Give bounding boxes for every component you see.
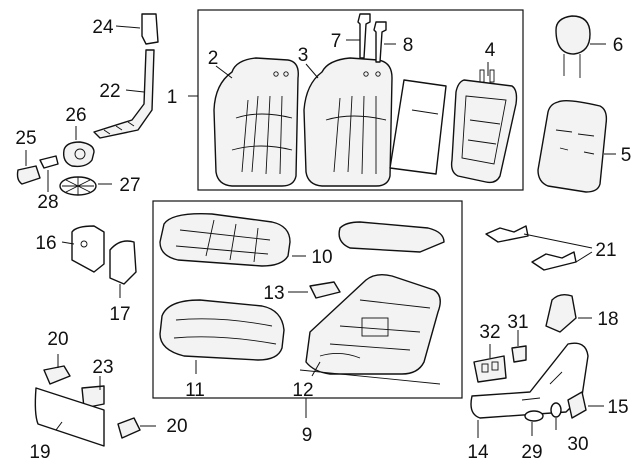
callout-31: 31 [507,312,528,333]
seatback-group-frame [197,9,524,191]
part-13-block [309,281,341,299]
part-3-seatback-pad [303,57,393,187]
part-7-headrest-guide [357,13,371,59]
part-25-connector [16,165,41,185]
callout-12: 12 [292,380,313,401]
callout-4: 4 [485,40,496,61]
part-27-pad [59,176,97,196]
part-24-bracket [141,13,159,45]
part-12-cushion-frame [299,273,441,385]
callout-32: 32 [479,322,500,343]
callout-27: 27 [119,175,140,196]
callout-18: 18 [597,309,618,330]
part-6-headrest [555,15,591,78]
part-17-trim [109,240,137,285]
part-29-knob [524,410,544,422]
callout-3: 3 [298,45,309,66]
callout-29: 29 [521,442,542,463]
callout-24: 24 [92,17,114,38]
callout-9: 9 [302,425,313,446]
part-20-clip-lower [117,417,141,439]
part-5-seatback-back-cover [537,99,608,193]
callout-10: 10 [311,247,332,268]
part-23-clip [81,385,105,409]
part-28-clip [39,155,59,169]
part-8-headrest-guide [373,21,387,63]
part-19-trim-panel [34,387,105,447]
cushion-group-frame [152,200,463,399]
callout-21: 21 [595,240,616,261]
callout-11: 11 [185,380,205,401]
part-14-side-shield [470,342,589,419]
callout-8: 8 [403,35,414,56]
part-20-clip-upper [43,365,71,385]
part-32-switch [473,355,507,383]
callout-15: 15 [607,397,628,418]
callout-2: 2 [208,48,219,69]
callout-16: 16 [35,233,56,254]
callout-19: 19 [29,442,50,463]
callout-25: 25 [15,128,36,149]
callout-13: 13 [263,283,284,304]
callout-23: 23 [92,357,113,378]
callout-7: 7 [331,31,342,52]
callout-17: 17 [109,304,130,325]
part-2-seatback-cover [213,57,299,187]
callout-20-upper: 20 [47,329,68,350]
part-10-cushion-cover [159,213,291,267]
part-4-seatback-frame [450,69,518,184]
part-15-cover [567,391,587,419]
callout-1: 1 [167,87,178,108]
part-21-clips [485,225,577,271]
leader-lines [25,25,616,438]
part-26-motor [62,141,95,168]
callout-22: 22 [99,81,120,102]
part-16-trim [71,225,105,273]
callout-14: 14 [467,442,489,463]
part-31-knob [511,345,527,363]
callout-20-lower: 20 [166,416,187,437]
callout-28: 28 [37,192,58,213]
callout-30: 30 [567,434,588,455]
part-18-shield-cover [545,293,577,333]
part-30-cap [550,402,562,418]
callout-5: 5 [621,145,632,166]
callout-6: 6 [613,35,624,56]
seatback-panel [389,79,447,175]
part-11-cushion-pad [159,299,285,361]
part-22-harness [93,49,155,139]
callout-26: 26 [65,105,86,126]
cushion-insert-panel [338,221,445,253]
